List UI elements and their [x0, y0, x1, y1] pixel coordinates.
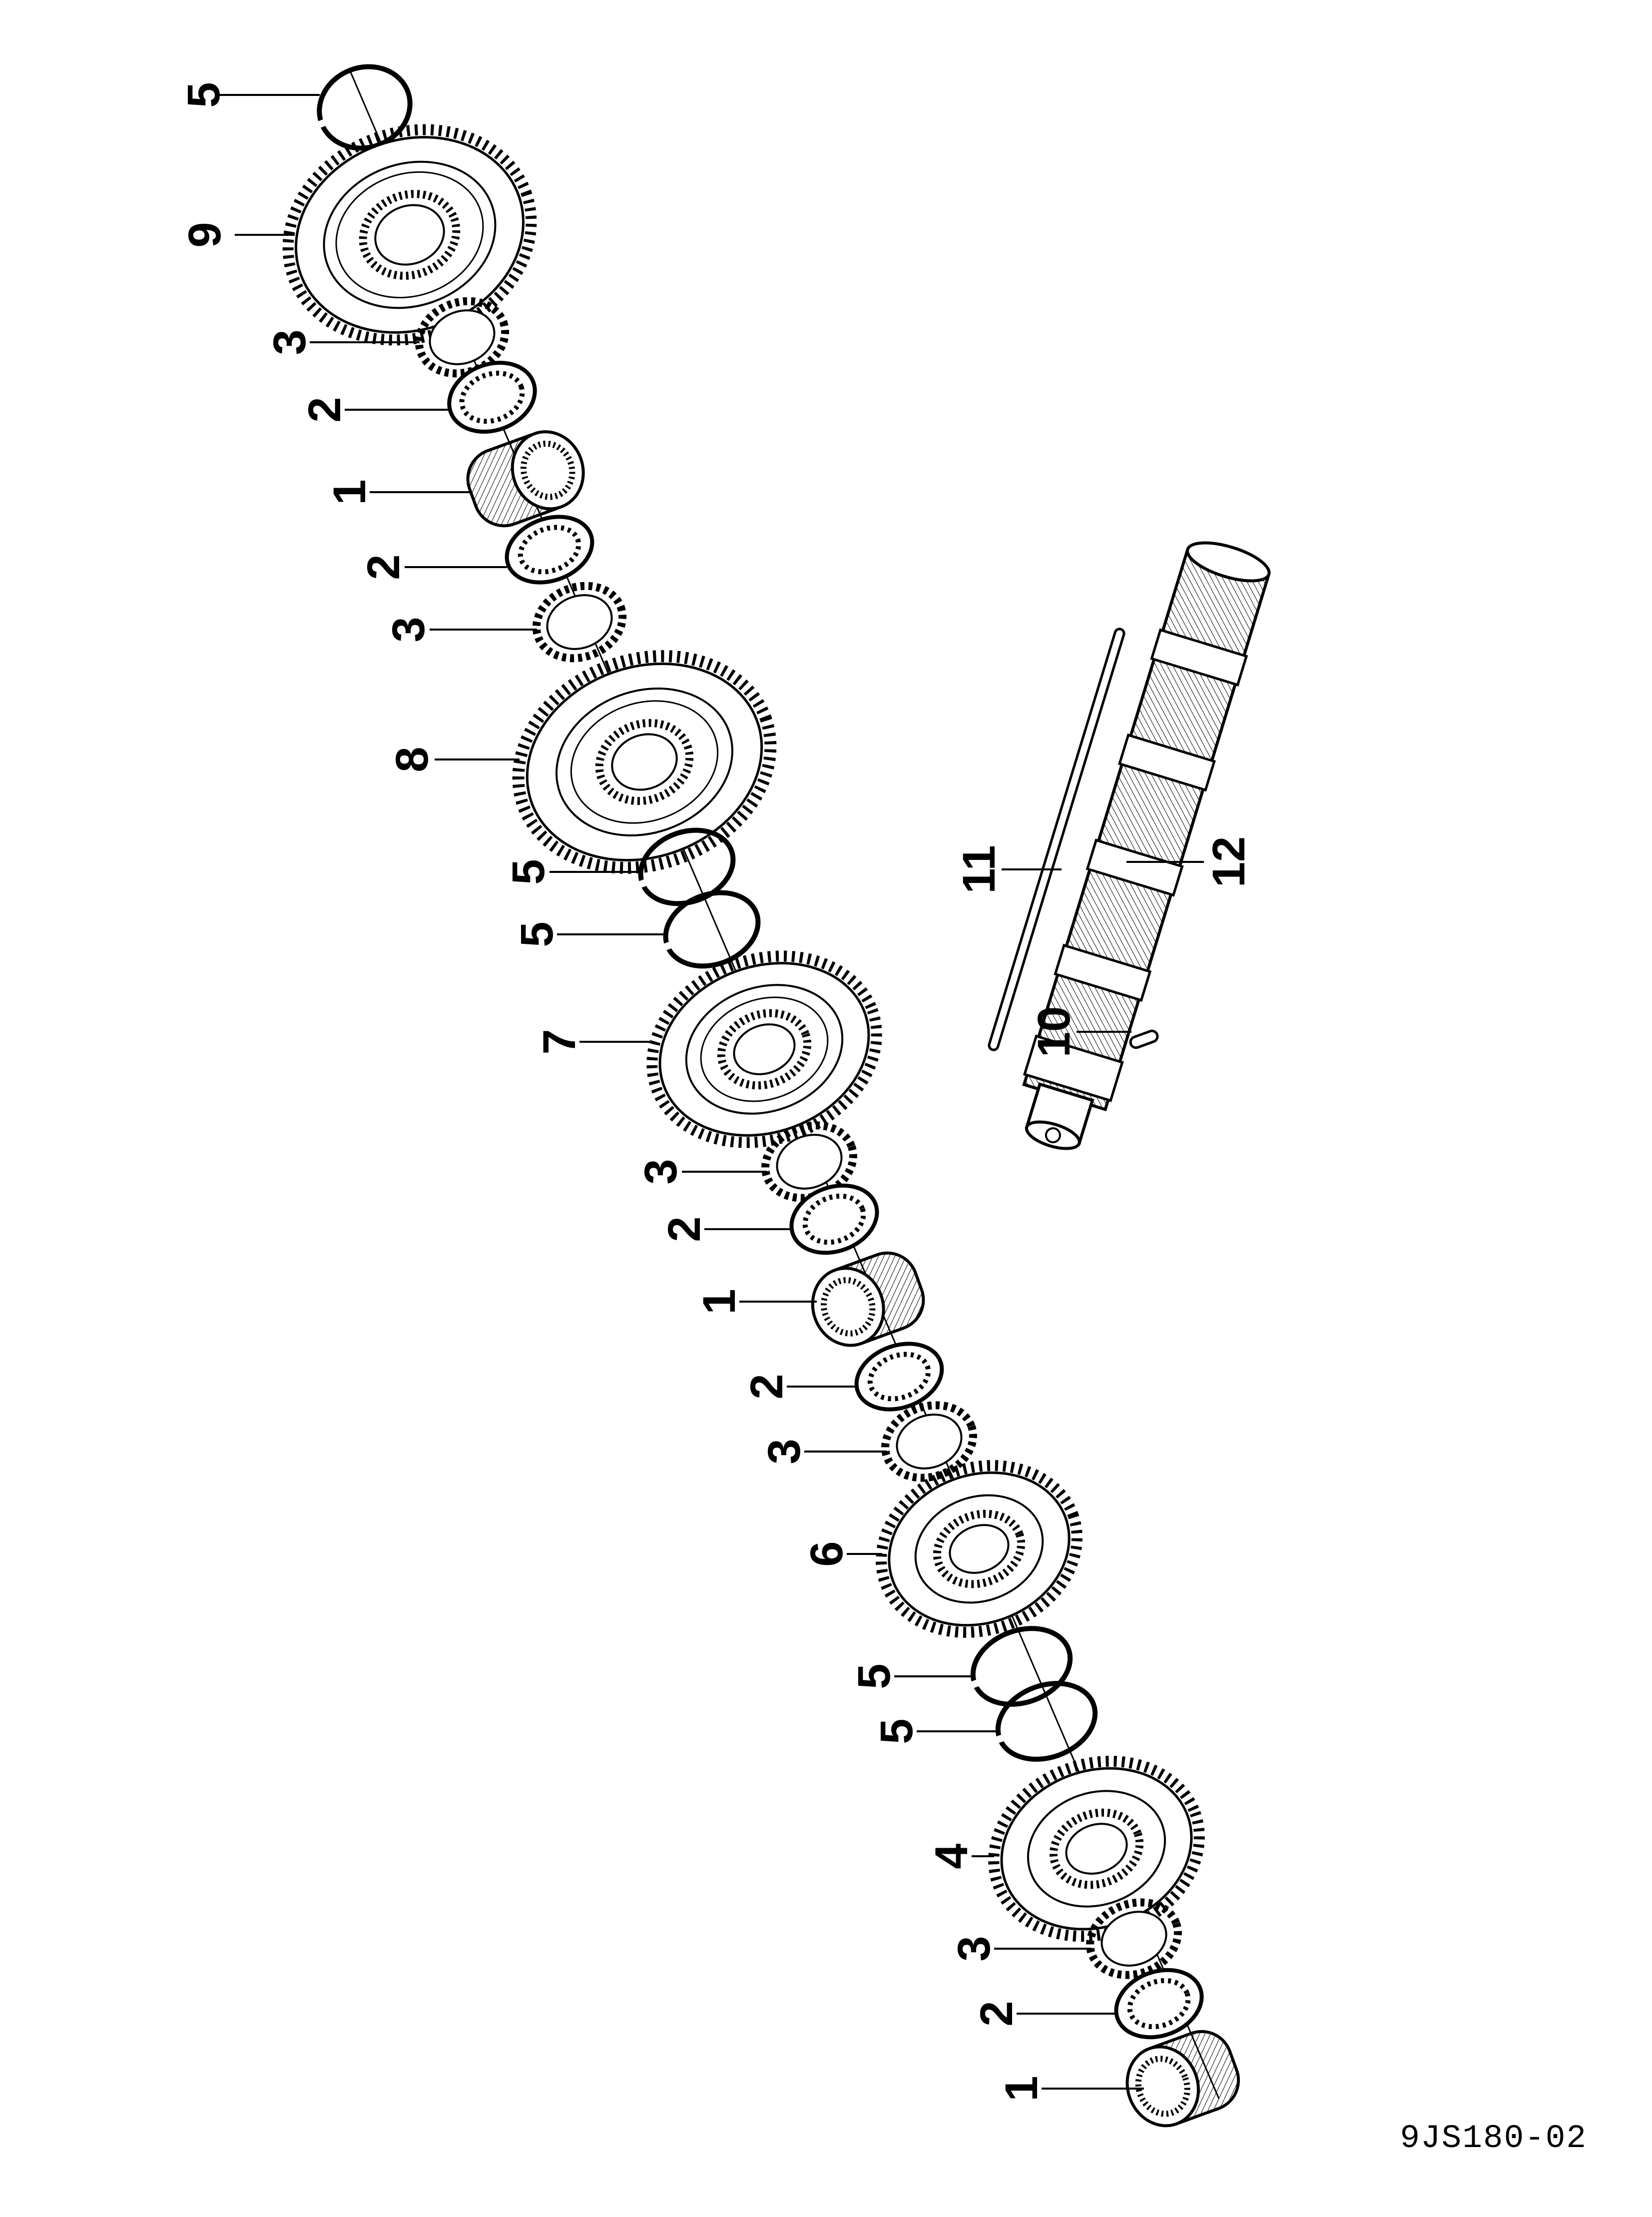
snap-ring-gear-8-a	[634, 827, 736, 906]
callout-bearing-1a: 1	[324, 479, 375, 505]
callout-ring-4a: 3	[949, 1936, 1000, 1961]
leader-lines	[215, 94, 1204, 2090]
callout-washer-9: 2	[299, 397, 350, 422]
thrust-washer-gear-7	[789, 1183, 879, 1255]
callout-ring-9a: 3	[264, 329, 315, 355]
callout-ring-5d: 5	[871, 1718, 922, 1744]
snap-ring-gear-8-b	[659, 890, 761, 969]
small-pin	[1129, 1029, 1159, 1049]
gear-6	[876, 1460, 1083, 1638]
thrust-washer-gear-8-top	[505, 515, 594, 585]
callout-ring-8a: 3	[383, 617, 434, 642]
thrust-washer-gear-9	[447, 361, 537, 434]
callout-shaft: 12	[1203, 836, 1254, 887]
callout-washer-8: 2	[358, 554, 409, 580]
thrust-washer-gear-4	[1114, 1968, 1204, 2040]
callout-ring-5c: 5	[849, 1663, 900, 1689]
callout-gear-9: 9	[179, 222, 230, 247]
thrust-washer-gear-6-top	[854, 1342, 944, 1412]
spline-ring-gear-7	[761, 1121, 857, 1202]
drawing-code: 9JS180-02	[1400, 2120, 1587, 2157]
gear-4	[988, 1755, 1205, 1942]
spline-ring-gear-9	[415, 297, 510, 378]
needle-bearing-middle	[811, 1251, 925, 1347]
callout-ring-5a: 5	[503, 859, 554, 884]
callout-pin: 10	[1029, 1006, 1080, 1057]
callout-rod: 11	[954, 845, 1005, 893]
needle-bearing-upper	[466, 430, 585, 528]
callout-ring-7a: 3	[635, 1159, 686, 1184]
spline-ring-gear-8	[532, 582, 627, 663]
callout-washer-6: 2	[741, 1374, 792, 1399]
callout-gear-6: 6	[801, 1541, 852, 1566]
callout-gear-4: 4	[926, 1843, 977, 1869]
snap-ring-gear-6-b	[990, 1681, 1098, 1762]
spline-ring-gear-6	[881, 1401, 977, 1482]
snap-ring-gear-6-a	[965, 1626, 1073, 1707]
callout-washer-7: 2	[659, 1216, 710, 1242]
gear-7	[646, 950, 882, 1148]
callout-ring-6a: 3	[759, 1439, 810, 1464]
callout-gear-7: 7	[534, 1029, 585, 1054]
callout-ring-top: 5	[178, 82, 229, 107]
needle-bearing-lower	[1125, 2030, 1240, 2128]
callout-gear-8: 8	[387, 746, 438, 772]
callout-ring-5b: 5	[512, 921, 562, 947]
callout-labels: 5 9 3 2 1 2 3 8 5 5 7 3 2 1 2 3 6 5 5 4 …	[178, 82, 1254, 2101]
spline-ring-gear-4	[1086, 1898, 1182, 1979]
callout-washer-4: 2	[971, 2001, 1022, 2026]
long-rod	[988, 628, 1125, 1051]
callout-bearing-1c: 1	[996, 2076, 1047, 2101]
gear-8	[512, 650, 777, 874]
splined-shaft	[1022, 541, 1271, 1150]
callout-bearing-1b: 1	[694, 1289, 745, 1314]
